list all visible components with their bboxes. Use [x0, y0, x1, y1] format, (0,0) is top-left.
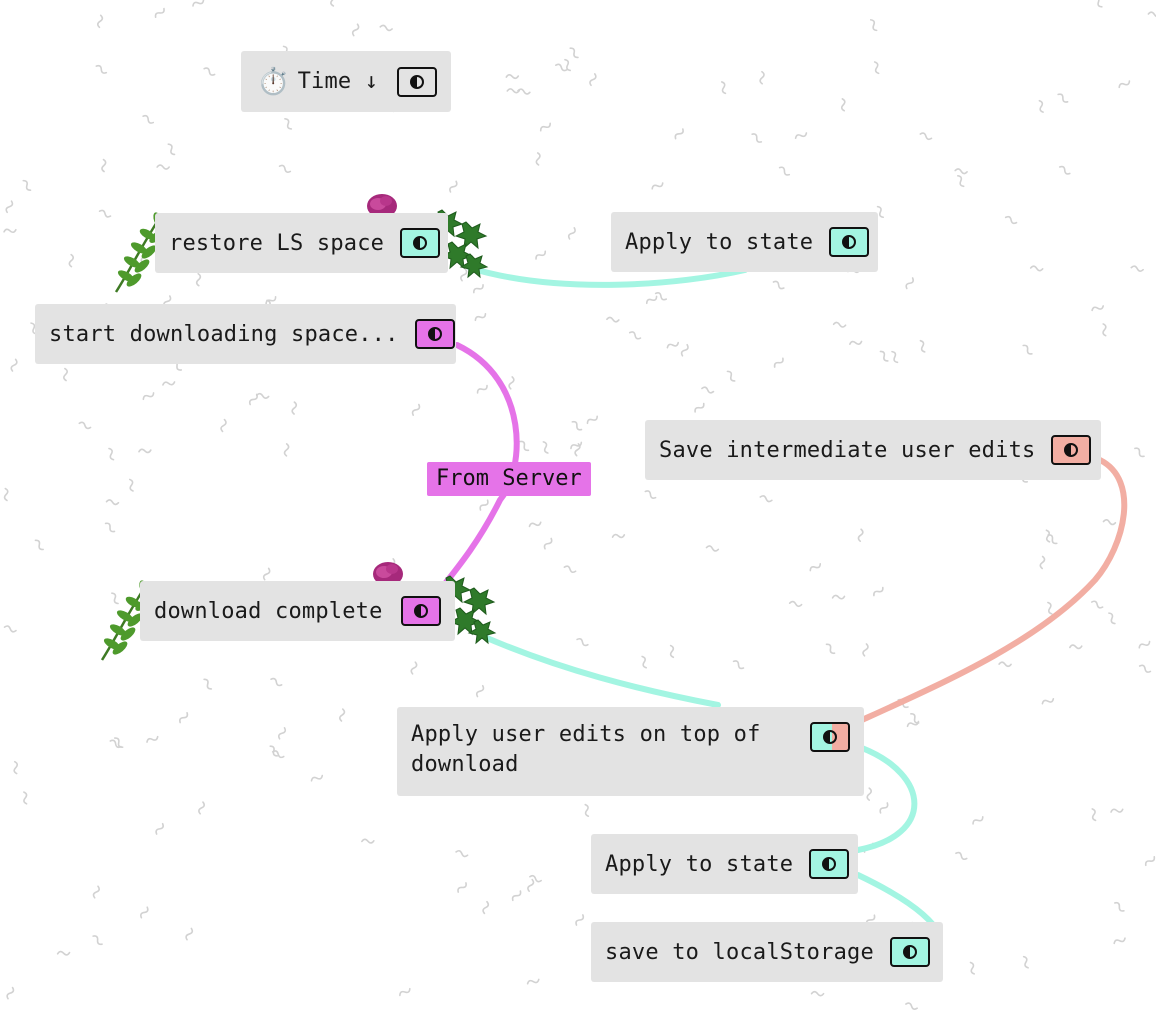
- node-apply-to-state-bottom[interactable]: Apply to state: [591, 834, 858, 894]
- half-circle-icon: [842, 235, 857, 249]
- node-save-to-localstorage[interactable]: save to localStorage: [591, 922, 943, 982]
- half-circle-icon: [823, 730, 837, 744]
- half-circle-icon: [902, 945, 917, 959]
- half-circle-icon: [427, 327, 442, 341]
- node-toggle-button[interactable]: [400, 228, 441, 258]
- time-sort-header[interactable]: ⏱️ Time ↓: [241, 51, 451, 112]
- node-toggle-button[interactable]: [829, 227, 870, 257]
- edge-label-from-server: From Server: [427, 462, 591, 496]
- stopwatch-icon: ⏱️: [257, 66, 290, 97]
- node-label: restore LS space: [169, 230, 385, 256]
- time-sort-label: Time ↓: [297, 69, 379, 94]
- theme-toggle-button[interactable]: [397, 66, 437, 97]
- node-toggle-button[interactable]: [401, 596, 441, 626]
- wire-apply-edits-to-apply-state: [855, 745, 918, 853]
- node-restore-ls-space[interactable]: restore LS space: [155, 213, 448, 273]
- wire-intermediate-to-apply-edits: [859, 457, 1128, 723]
- node-start-downloading-space[interactable]: start downloading space...: [35, 304, 456, 364]
- half-circle-icon: [822, 857, 837, 871]
- node-label: download complete: [154, 598, 383, 624]
- node-save-intermediate-user-edits[interactable]: Save intermediate user edits: [645, 420, 1101, 480]
- node-toggle-button[interactable]: [1051, 435, 1092, 465]
- node-apply-user-edits[interactable]: Apply user edits on top of download: [397, 707, 864, 796]
- wire-complete-to-apply-edits: [477, 632, 721, 708]
- node-toggle-button[interactable]: [889, 937, 930, 967]
- node-toggle-button[interactable]: [809, 849, 850, 879]
- node-label: start downloading space...: [49, 321, 399, 347]
- node-label: save to localStorage: [605, 939, 874, 965]
- node-label: Apply to state: [625, 229, 814, 255]
- wire-restore-to-apply-state: [467, 265, 748, 288]
- half-circle-icon: [414, 604, 428, 618]
- half-circle-icon: [413, 236, 428, 250]
- half-circle-icon: [1064, 443, 1079, 457]
- node-toggle-button[interactable]: [414, 319, 455, 349]
- node-label: Save intermediate user edits: [659, 437, 1036, 463]
- node-toggle-button[interactable]: [810, 722, 850, 752]
- node-apply-to-state-top[interactable]: Apply to state: [611, 212, 878, 272]
- half-circle-icon: [410, 74, 424, 89]
- node-label: Apply to state: [605, 851, 794, 877]
- node-download-complete[interactable]: download complete: [140, 581, 455, 641]
- node-label: Apply user edits on top of download: [411, 722, 761, 777]
